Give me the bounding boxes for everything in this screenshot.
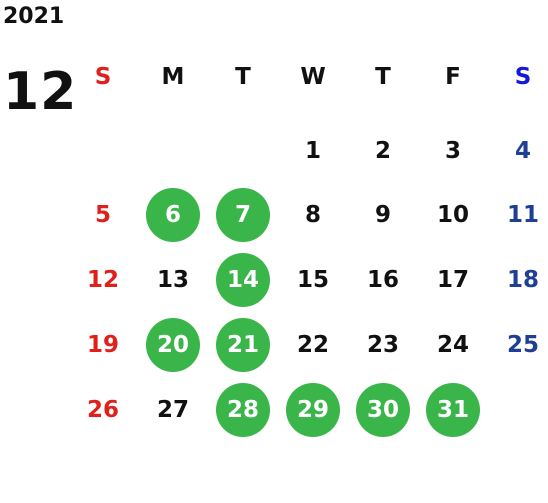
weekday-header-1: M	[161, 64, 185, 90]
day-cell-6[interactable]: 6	[146, 188, 200, 242]
weekday-header-2: T	[235, 64, 251, 90]
day-cell-22[interactable]: 22	[296, 332, 329, 358]
day-cell-14[interactable]: 14	[216, 253, 270, 307]
day-cell-27[interactable]: 27	[156, 397, 189, 423]
day-cell-29[interactable]: 29	[286, 383, 340, 437]
weekday-header-4: T	[375, 64, 391, 90]
day-cell-24[interactable]: 24	[436, 332, 469, 358]
day-cell-17[interactable]: 17	[436, 267, 469, 293]
day-cell-20[interactable]: 20	[146, 318, 200, 372]
day-cell-2[interactable]: 2	[374, 138, 391, 164]
weekday-header-0: S	[94, 64, 112, 90]
day-cell-9[interactable]: 9	[374, 202, 391, 228]
day-cell-3[interactable]: 3	[444, 138, 461, 164]
weekday-header-5: F	[445, 64, 461, 90]
month-number: 12	[3, 62, 78, 122]
day-cell-7[interactable]: 7	[216, 188, 270, 242]
day-cell-31[interactable]: 31	[426, 383, 480, 437]
day-cell-30[interactable]: 30	[356, 383, 410, 437]
weekday-header-6: S	[514, 64, 532, 90]
day-cell-28[interactable]: 28	[216, 383, 270, 437]
day-cell-15[interactable]: 15	[296, 267, 329, 293]
day-cell-12[interactable]: 12	[86, 267, 119, 293]
day-cell-8[interactable]: 8	[304, 202, 321, 228]
day-cell-25[interactable]: 25	[506, 332, 539, 358]
day-cell-21[interactable]: 21	[216, 318, 270, 372]
day-cell-16[interactable]: 16	[366, 267, 399, 293]
day-cell-13[interactable]: 13	[156, 267, 189, 293]
weekday-header-3: W	[300, 64, 326, 90]
day-cell-5[interactable]: 5	[94, 202, 111, 228]
day-cell-18[interactable]: 18	[506, 267, 539, 293]
day-cell-10[interactable]: 10	[436, 202, 469, 228]
day-cell-1[interactable]: 1	[304, 138, 321, 164]
day-cell-23[interactable]: 23	[366, 332, 399, 358]
year-label: 2021	[3, 4, 65, 29]
day-cell-26[interactable]: 26	[86, 397, 119, 423]
day-cell-19[interactable]: 19	[86, 332, 119, 358]
day-cell-11[interactable]: 11	[506, 202, 539, 228]
day-cell-4[interactable]: 4	[514, 138, 531, 164]
